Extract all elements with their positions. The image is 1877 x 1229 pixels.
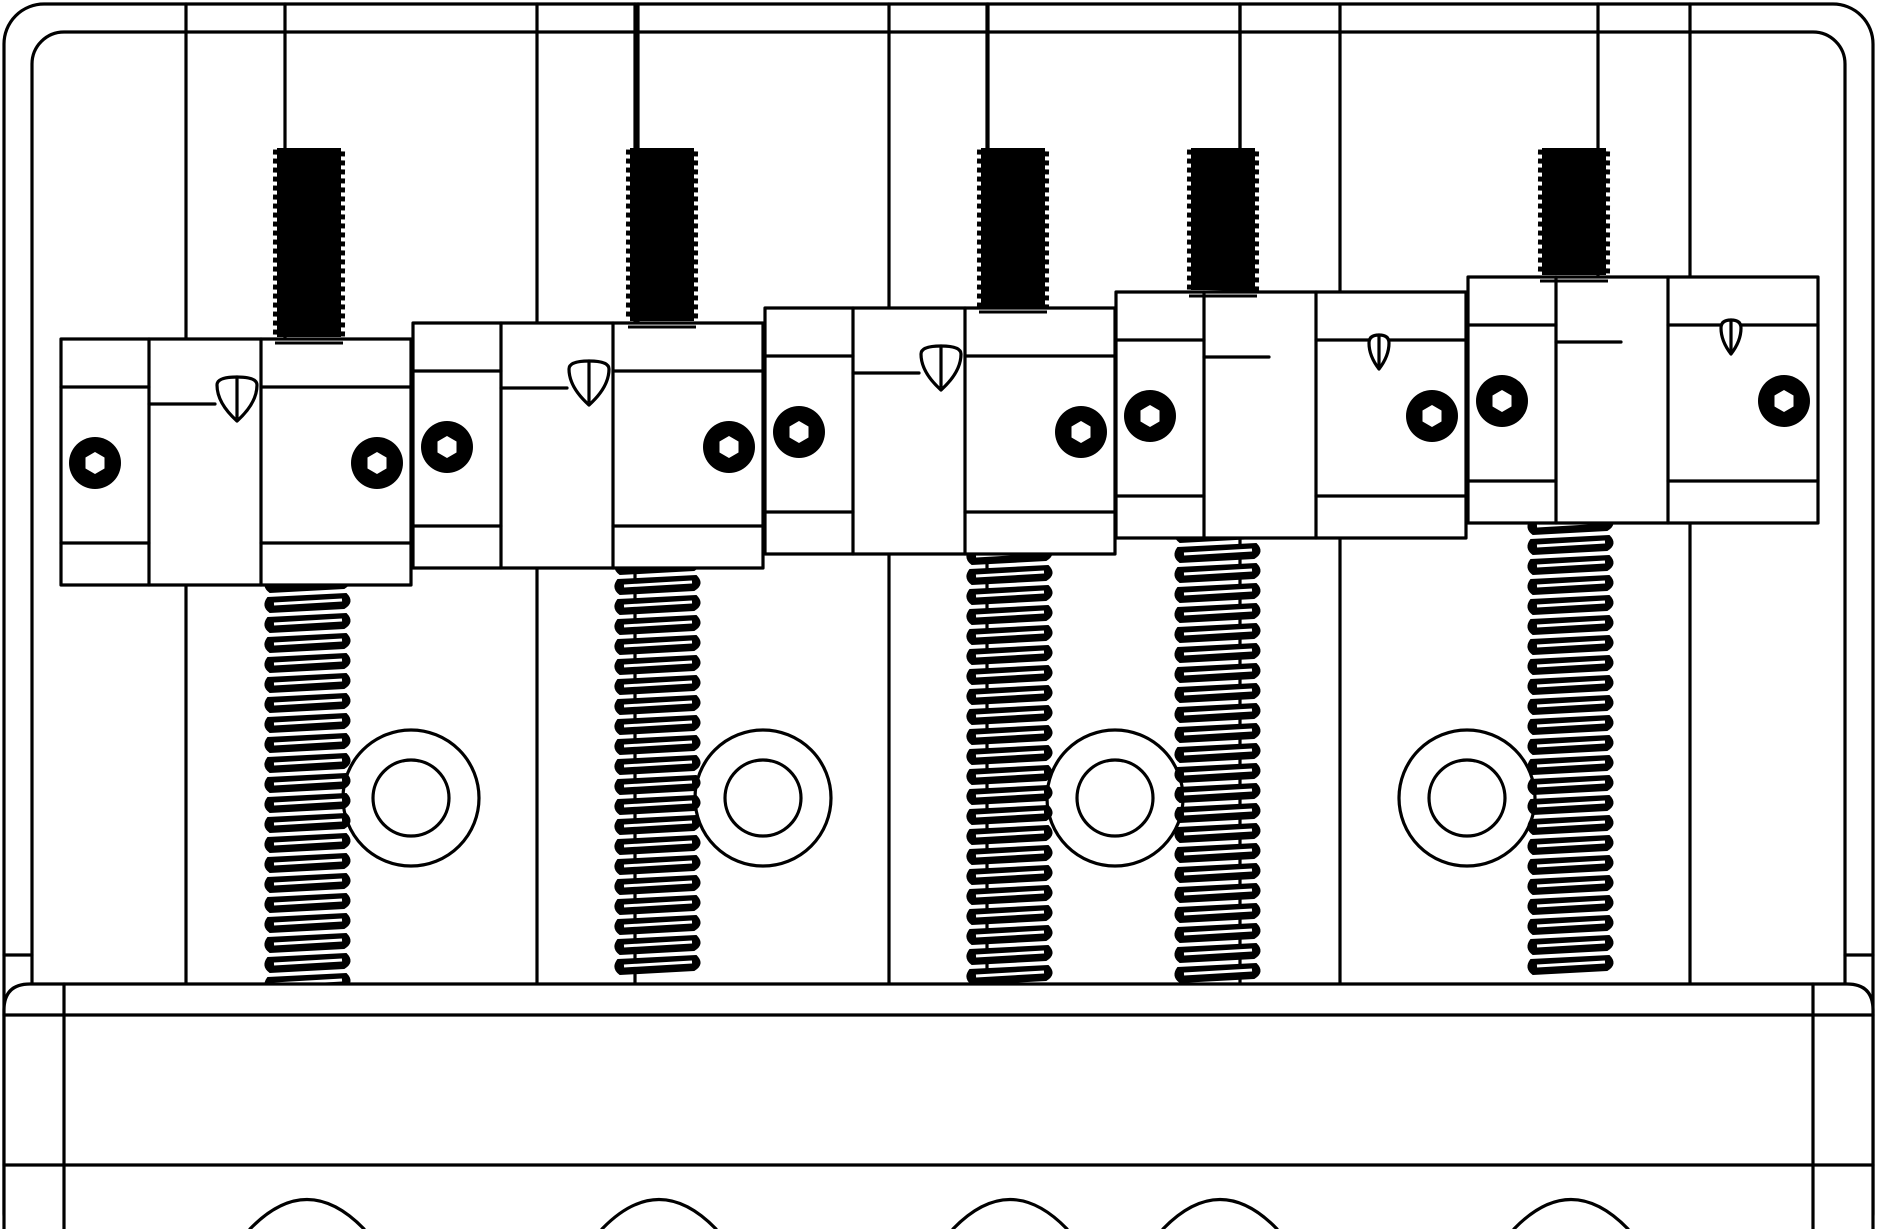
intonation-screw bbox=[1186, 148, 1260, 298]
back-plate bbox=[2, 982, 1875, 1229]
height-screw bbox=[703, 421, 755, 473]
intonation-screws bbox=[272, 148, 1611, 345]
spring bbox=[1527, 504, 1614, 976]
height-screw bbox=[1406, 390, 1458, 442]
mounting-hole bbox=[1397, 728, 1537, 868]
pivot-pin bbox=[919, 344, 963, 392]
springs bbox=[264, 504, 1614, 994]
string-slots bbox=[248, 1198, 1630, 1229]
mounting-hole bbox=[341, 728, 481, 868]
height-screw bbox=[351, 437, 403, 489]
saddle bbox=[59, 337, 413, 587]
height-screw bbox=[1124, 390, 1176, 442]
intonation-screw bbox=[625, 148, 699, 329]
height-screw bbox=[421, 421, 473, 473]
saddle bbox=[763, 306, 1117, 556]
pivot-pin bbox=[1367, 333, 1391, 371]
pivot-pin bbox=[215, 375, 259, 423]
pivot-pin bbox=[567, 359, 611, 407]
height-screw bbox=[773, 406, 825, 458]
height-screw bbox=[1476, 375, 1528, 427]
saddle bbox=[411, 321, 765, 570]
saddle bbox=[1114, 290, 1468, 540]
spring bbox=[1174, 512, 1261, 984]
spring bbox=[614, 544, 701, 976]
intonation-screw bbox=[272, 148, 346, 345]
height-screw bbox=[1758, 375, 1810, 427]
mounting-holes bbox=[341, 728, 1537, 868]
saddle bbox=[1466, 275, 1820, 525]
intonation-screw bbox=[1537, 148, 1611, 283]
spring bbox=[264, 562, 351, 994]
pivot-pin bbox=[1719, 318, 1743, 356]
mounting-hole bbox=[1045, 728, 1185, 868]
height-screw bbox=[1055, 406, 1107, 458]
intonation-screw bbox=[976, 148, 1050, 314]
height-screw bbox=[69, 437, 121, 489]
saddles bbox=[59, 275, 1820, 587]
mounting-hole bbox=[693, 728, 833, 868]
spring bbox=[966, 534, 1053, 986]
